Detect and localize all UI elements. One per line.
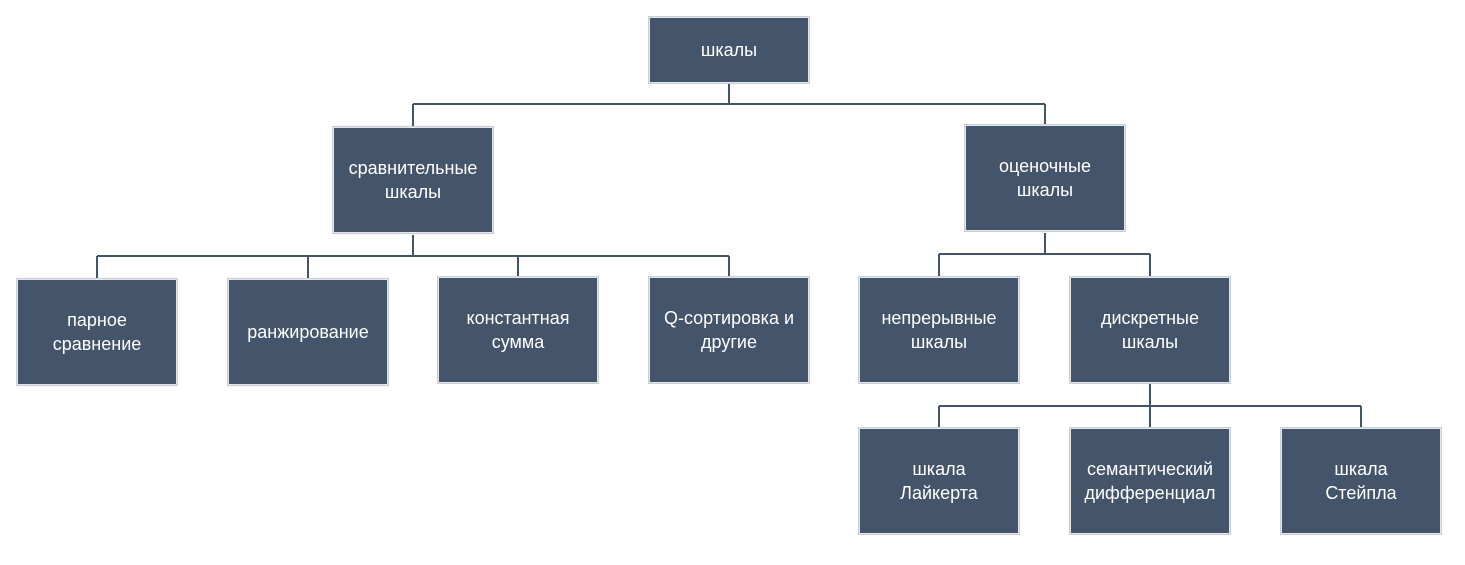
node-evaluative-scales: оценочные шкалы [965, 125, 1125, 231]
node-label: шкала Стейпла [1325, 459, 1397, 503]
connector-discrete [938, 384, 1362, 427]
connector-comparative [96, 235, 730, 278]
node-label: ранжирование [247, 322, 369, 342]
node-label: дискретные шкалы [1101, 308, 1199, 352]
node-paired-comparison: парное сравнение [17, 279, 177, 385]
node-scales-root: шкалы [649, 17, 809, 83]
node-constant-sum: константная сумма [438, 277, 598, 383]
node-label: оценочные шкалы [999, 156, 1091, 200]
node-likert-scale: шкала Лайкерта [859, 428, 1019, 534]
node-discrete-scales: дискретные шкалы [1070, 277, 1230, 383]
connector-root [412, 84, 1046, 126]
node-ranking: ранжирование [228, 279, 388, 385]
node-label: сравнительные шкалы [348, 158, 478, 202]
node-label: шкала Лайкерта [900, 459, 978, 503]
node-label: непрерывные шкалы [881, 308, 997, 352]
node-semantic-differential: семантический дифференциал [1070, 428, 1230, 534]
node-comparative-scales: сравнительные шкалы [333, 127, 493, 233]
node-label: шкалы [700, 40, 758, 60]
node-q-sort: Q-сортировка и другие [649, 277, 809, 383]
node-label: константная сумма [466, 308, 570, 352]
node-continuous-scales: непрерывные шкалы [859, 277, 1019, 383]
node-label: Q-сортировка и другие [663, 308, 795, 352]
connector-evaluative [938, 233, 1151, 276]
node-label: парное сравнение [52, 310, 142, 354]
node-label: семантический дифференциал [1084, 459, 1216, 503]
node-stapel-scale: шкала Стейпла [1281, 428, 1441, 534]
